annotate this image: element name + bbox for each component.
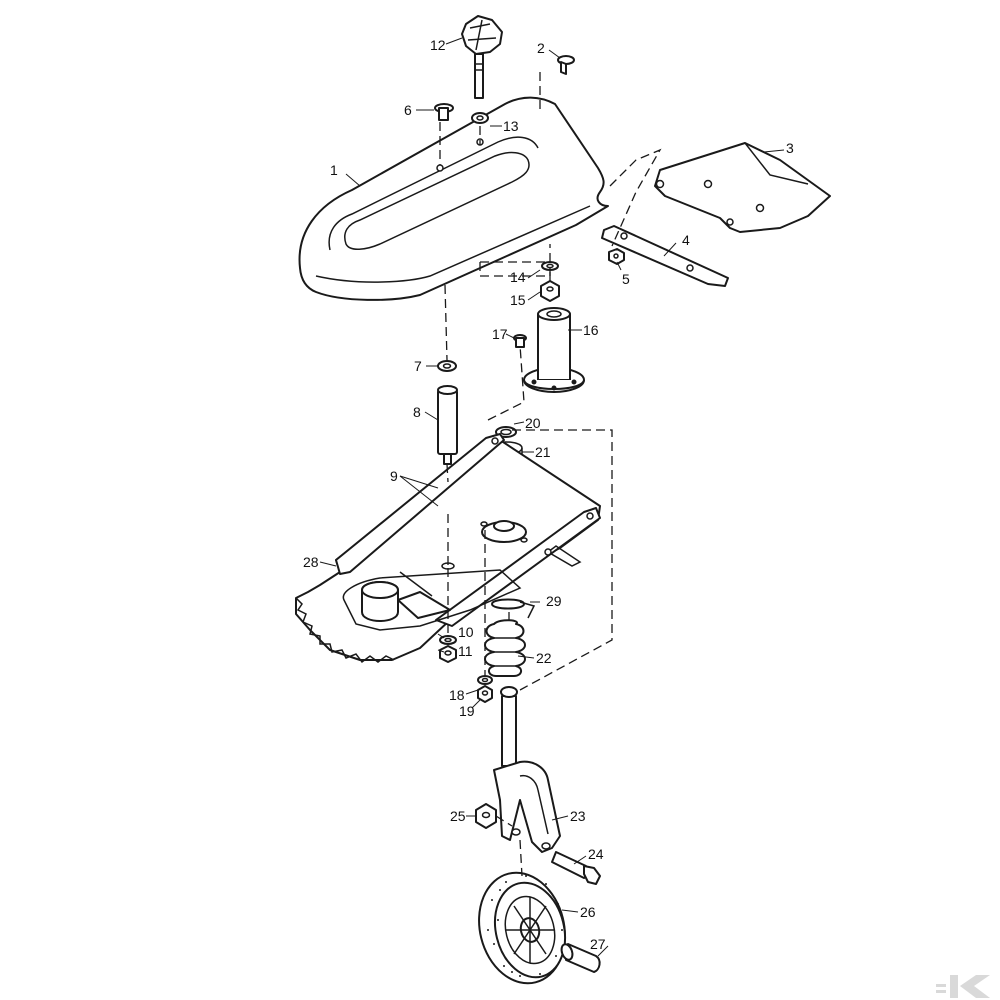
part-knob: [461, 15, 503, 99]
part-cover: [298, 96, 609, 301]
callout-13: 13: [503, 118, 519, 134]
callout-8: 8: [413, 404, 421, 420]
callout-12: 12: [430, 37, 446, 53]
callout-4: 4: [682, 232, 690, 248]
part-bar: [601, 225, 729, 287]
callout-25: 25: [450, 808, 466, 824]
callout-21: 21: [535, 444, 551, 460]
callout-16: 16: [583, 322, 599, 338]
callout-24: 24: [588, 846, 604, 862]
part-bushing: [560, 943, 601, 973]
part-plate: [654, 142, 831, 233]
callout-20: 20: [525, 415, 541, 431]
part-wheel: [478, 871, 566, 985]
part-frame: [295, 433, 601, 664]
part-screw-6: [434, 103, 454, 121]
callout-18: 18: [449, 687, 465, 703]
callout-27: 27: [590, 936, 606, 952]
callout-28: 28: [303, 554, 319, 570]
callout-2: 2: [537, 40, 545, 56]
part-washer-18: [477, 675, 493, 685]
callout-14: 14: [510, 269, 526, 285]
part-nut-5: [608, 248, 625, 265]
callout-26: 26: [580, 904, 596, 920]
callout-22: 22: [536, 650, 552, 666]
part-bolt-17: [513, 334, 527, 348]
part-washer-13: [471, 112, 489, 124]
callout-7: 7: [414, 358, 422, 374]
callout-5: 5: [622, 271, 630, 287]
part-circlip: [491, 598, 536, 619]
callout-6: 6: [404, 102, 412, 118]
callout-19: 19: [459, 703, 475, 719]
callout-15: 15: [510, 292, 526, 308]
callout-9: 9: [390, 468, 398, 484]
callout-1: 1: [330, 162, 338, 178]
callout-17: 17: [492, 326, 508, 342]
callout-23: 23: [570, 808, 586, 824]
part-nut-25: [475, 803, 497, 829]
callout-3: 3: [786, 140, 794, 156]
callout-labels: 1 2 3 4 5 6 7 8 9 10 11 12 13 14 15 16 1…: [303, 37, 794, 952]
callout-10: 10: [458, 624, 474, 640]
part-bellows: [484, 619, 526, 677]
kramp-logo-icon: [936, 975, 990, 998]
part-screw-2: [557, 55, 575, 75]
part-nut-15: [540, 280, 560, 302]
assembly-dashed-lines: [439, 72, 662, 877]
part-nut-7: [437, 360, 457, 372]
part-axle-bolt: [551, 851, 601, 885]
callout-29: 29: [546, 593, 562, 609]
part-nut-11: [439, 645, 457, 663]
leader-lines: [319, 37, 785, 957]
part-fork: [493, 686, 561, 853]
part-post: [523, 307, 585, 393]
callout-11: 11: [458, 643, 473, 659]
part-spacer: [437, 385, 458, 465]
part-nut-19: [477, 685, 493, 703]
